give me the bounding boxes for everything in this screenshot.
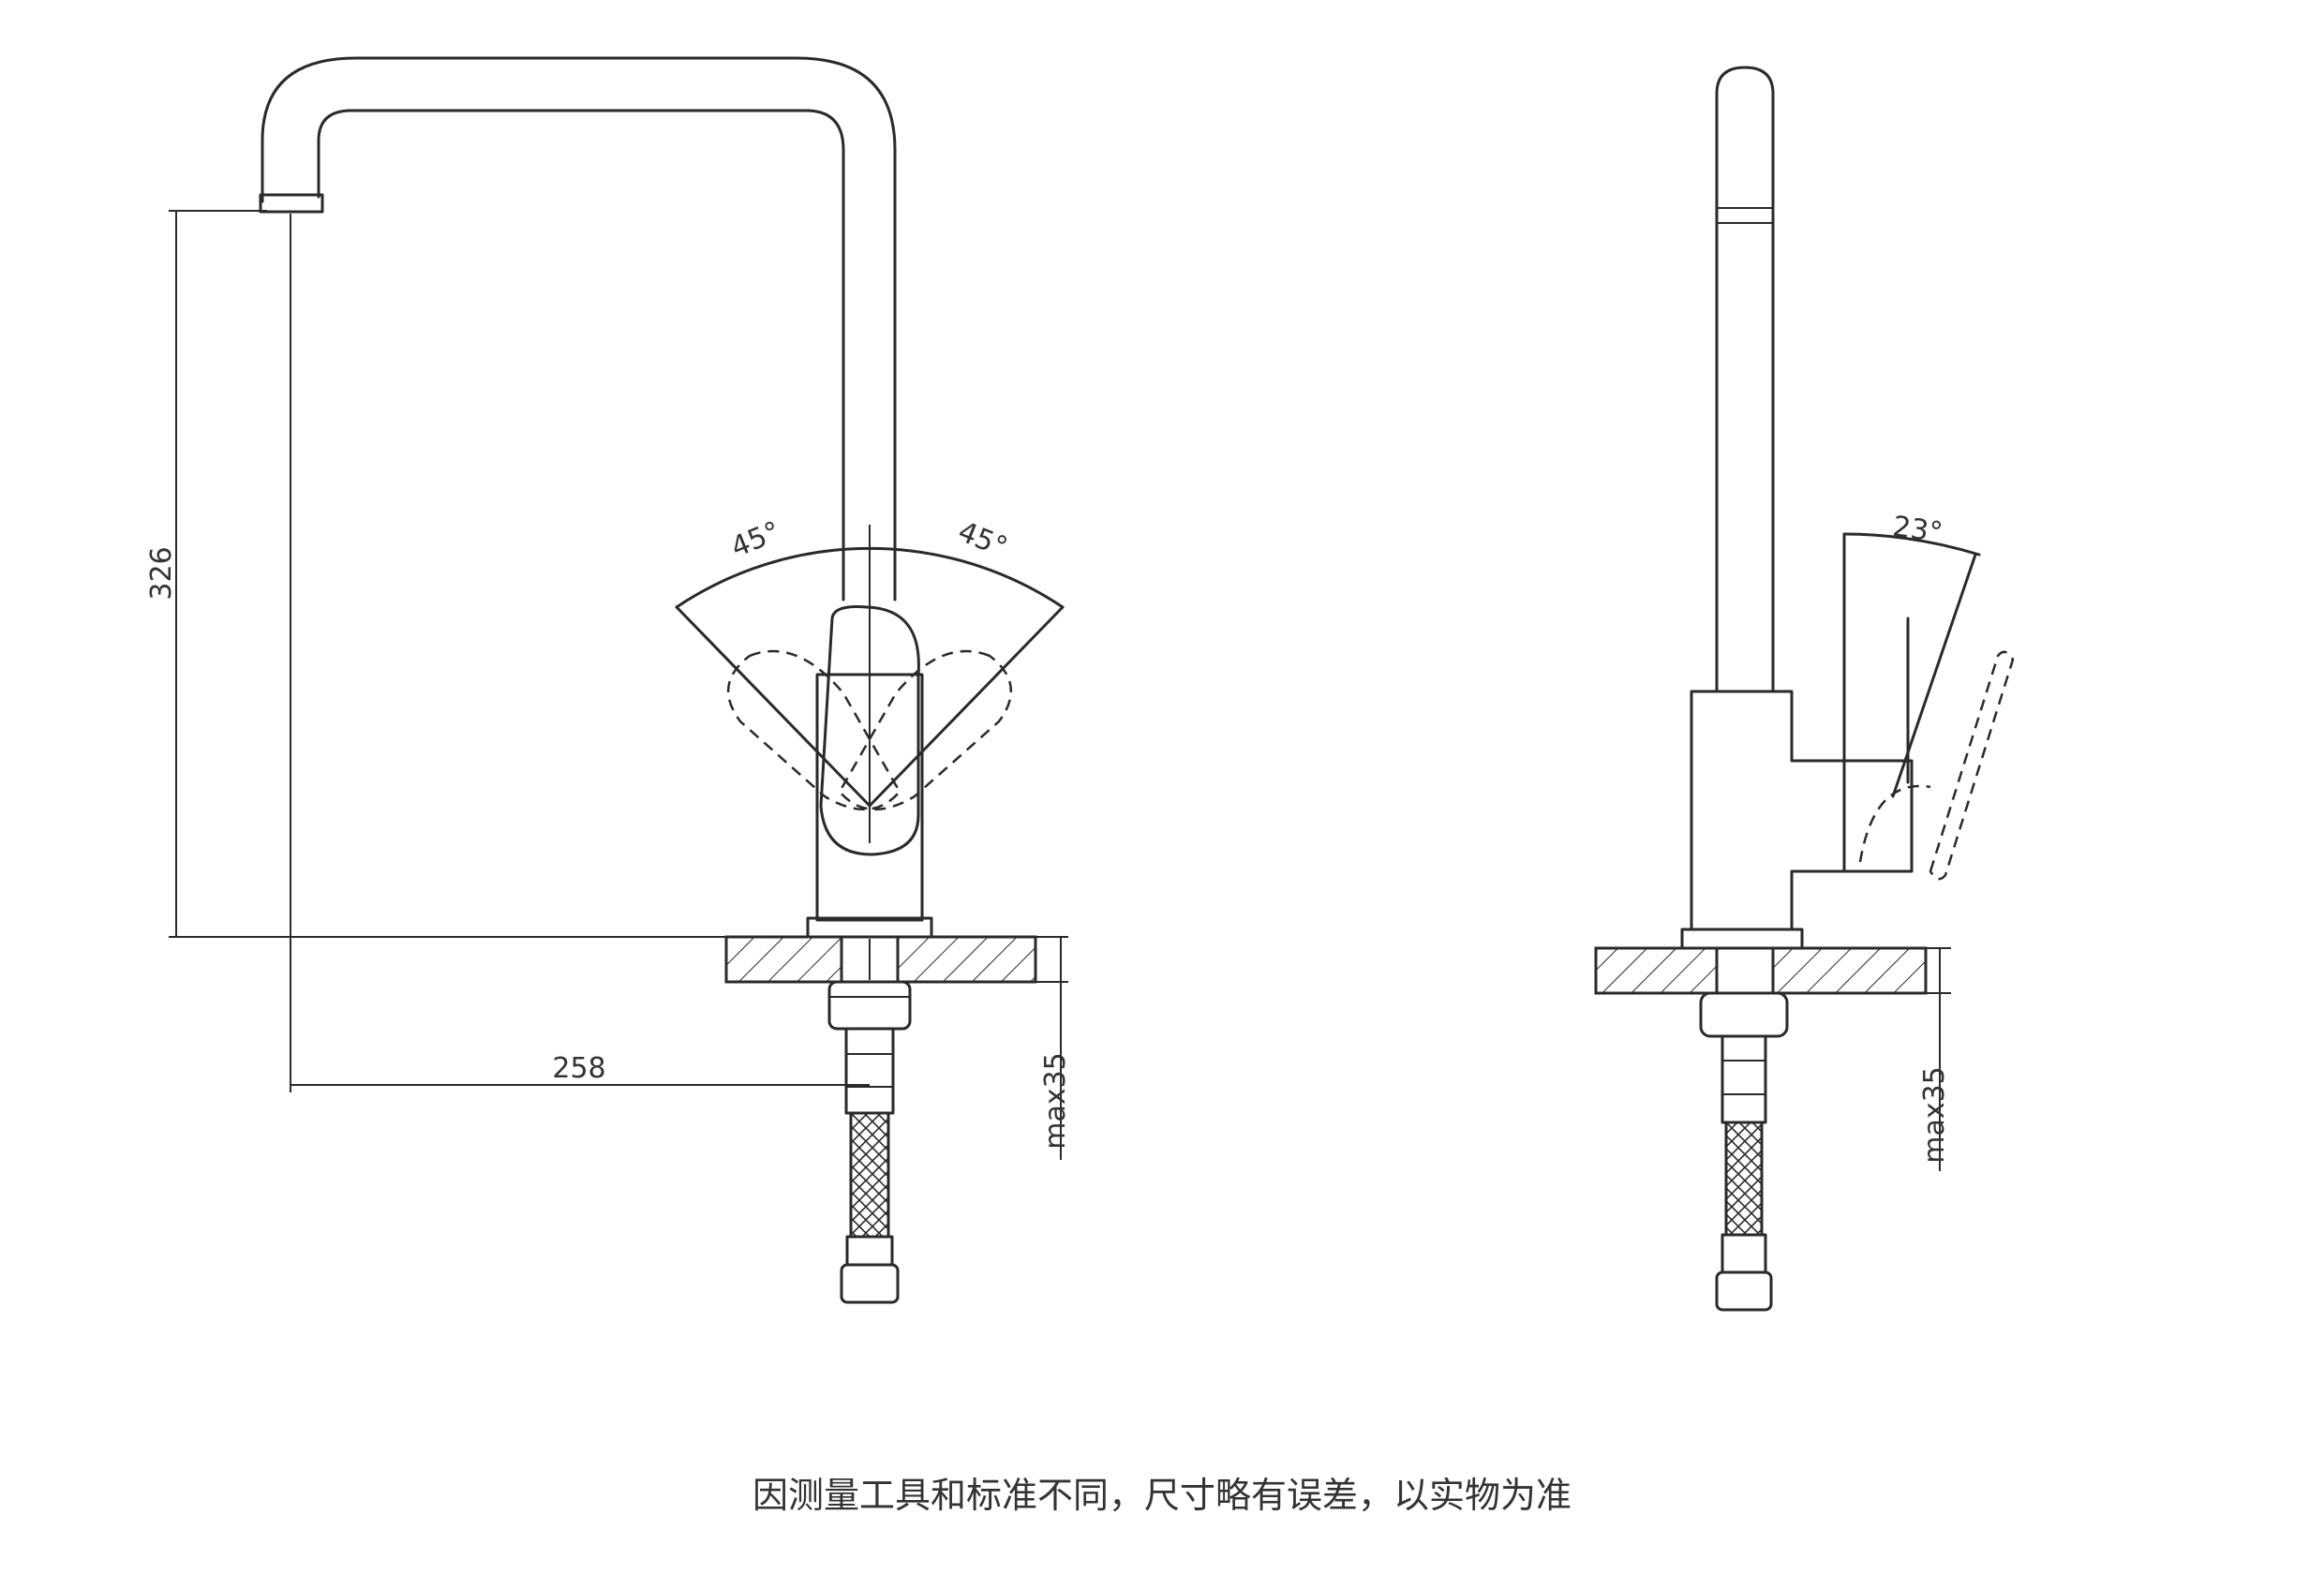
base-flange-side [1680, 928, 1804, 950]
swing-limit-left [675, 605, 872, 808]
handle-tilted-dashed [1929, 650, 2015, 881]
tilt-angle-arc [1842, 532, 1981, 557]
left-swing-angle-label: 45° [726, 515, 784, 564]
handle-rotated-left-dashed [726, 649, 901, 810]
front-view: 326 258 45° 45° max35 [145, 56, 1072, 1304]
deck-thickness-label: max35 [1039, 1052, 1072, 1150]
hose-ferrule-side [1721, 1233, 1767, 1274]
tolerance-note-caption: 因测量工具和标准不同，尺寸略有误差，以实物为准 [752, 1475, 1572, 1516]
hose-end-nut [840, 1263, 900, 1304]
spout-outer-outline [261, 56, 897, 601]
side-view: 23° max35 [1594, 66, 2015, 1312]
hose-connector [844, 1027, 895, 1115]
locking-nut [827, 980, 912, 1031]
handle-lever [819, 605, 920, 856]
faucet-body-side [1690, 690, 1846, 931]
handle-lever-side [1842, 759, 1914, 873]
tilt-angle-label: 23° [1891, 511, 1945, 550]
deck-thickness-label-side: max35 [1918, 1066, 1951, 1164]
mounting-shank-side [1715, 946, 1775, 995]
swing-limit-right [868, 605, 1065, 808]
handle-rotated-right-dashed [838, 649, 1013, 810]
braided-hose [849, 1111, 890, 1239]
spout-pipe [1715, 66, 1775, 693]
hose-connector-side [1721, 1034, 1767, 1124]
faucet-body [815, 673, 924, 922]
handle-tilted-dashed-curve [1858, 784, 1931, 863]
right-swing-angle-label: 45° [953, 515, 1011, 564]
braided-hose-side [1724, 1121, 1764, 1237]
locking-nut-side [1699, 991, 1789, 1038]
hose-ferrule [845, 1235, 894, 1267]
tilt-reference-angled [1891, 553, 1977, 798]
handle-swing-arc [675, 546, 1065, 609]
hose-end-nut-side [1715, 1270, 1773, 1312]
height-dimension-label: 326 [145, 546, 178, 600]
spout-inner-outline [317, 109, 845, 601]
reach-dimension-label: 258 [552, 1052, 605, 1085]
aerator-nozzle [259, 193, 324, 214]
